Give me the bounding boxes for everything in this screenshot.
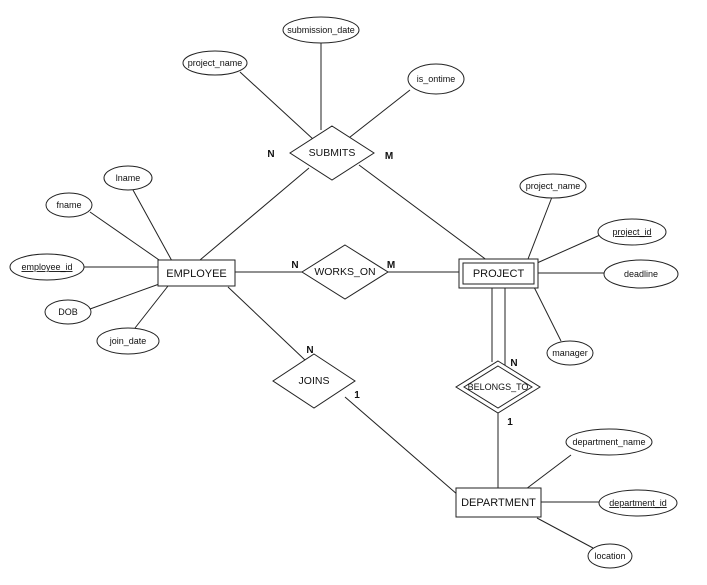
cardinality-submits-project: M [385,151,393,162]
cardinality-submits-employee: N [267,149,274,160]
cardinality-joins-employee: N [306,345,313,356]
attribute-is-ontime: is_ontime [407,63,465,95]
line-employee-submits [199,167,310,261]
attribute-location: location [587,543,633,569]
attribute-lname: lname [103,165,153,191]
line-submits-project [358,164,489,262]
relationship-joins[interactable]: JOINS [272,353,356,409]
entity-employee[interactable]: EMPLOYEE [157,259,236,287]
line-submits-is-ontime [344,89,411,142]
svg-text:project_name: project_name [188,58,243,68]
svg-text:department_id: department_id [609,498,667,508]
attribute-deadline: deadline [603,259,679,289]
line-project-project-name [527,196,553,260]
relationship-belongs-to-label: BELONGS_TO [468,382,529,392]
line-employee-lname [132,189,173,262]
relationship-submits[interactable]: SUBMITS [289,125,375,181]
entity-project-label: PROJECT [473,268,525,280]
line-project-project-id [536,234,601,264]
relationship-submits-label: SUBMITS [309,147,356,159]
svg-text:lname: lname [116,173,141,183]
attribute-department-name: department_name [565,428,653,456]
attribute-manager: manager [546,340,594,366]
svg-text:submission_date: submission_date [287,25,355,35]
svg-text:fname: fname [56,200,81,210]
attribute-dob: DOB [44,299,92,325]
svg-text:DOB: DOB [58,307,78,317]
line-employee-join-date [134,285,169,329]
relationship-works-on[interactable]: WORKS_ON [301,244,389,300]
attribute-project-id: project_id [597,218,667,246]
attribute-department-id: department_id [598,489,678,517]
relationship-belongs-to[interactable]: BELONGS_TO [455,360,541,414]
attribute-project-project-name: project_name [519,173,587,199]
relationship-joins-label: JOINS [299,375,330,387]
cardinality-joins-department: 1 [354,390,360,401]
svg-text:department_name: department_name [572,437,645,447]
attribute-join-date: join_date [96,327,160,355]
cardinality-works-on-employee: N [291,260,298,271]
connector-lines [84,43,604,549]
line-joins-department [344,396,459,496]
line-employee-joins [227,286,306,361]
line-department-location [536,517,594,549]
attribute-employee-id: employee_id [9,253,85,281]
cardinality-works-on-project: M [387,260,395,271]
svg-text:employee_id: employee_id [21,262,72,272]
line-department-department-name [525,454,572,490]
line-employee-fname [89,211,163,263]
line-project-manager [533,286,562,342]
entity-department-label: DEPARTMENT [461,497,536,509]
line-employee-dob [89,282,163,310]
svg-text:deadline: deadline [624,269,658,279]
svg-text:location: location [594,551,625,561]
attribute-submission-date: submission_date [282,16,360,44]
attribute-fname: fname [45,192,93,218]
line-submits-project-name [239,71,315,141]
svg-text:manager: manager [552,348,588,358]
cardinality-belongs-to-department: 1 [507,417,513,428]
svg-text:is_ontime: is_ontime [417,74,456,84]
attribute-submits-project-name: project_name [182,50,248,76]
svg-text:project_name: project_name [526,181,581,191]
relationship-works-on-label: WORKS_ON [314,266,375,278]
svg-text:join_date: join_date [109,336,147,346]
entity-department[interactable]: DEPARTMENT [455,487,542,518]
entity-employee-label: EMPLOYEE [166,268,227,280]
cardinality-belongs-to-project: N [510,358,517,369]
entity-project[interactable]: PROJECT [458,258,539,289]
svg-text:project_id: project_id [612,227,651,237]
